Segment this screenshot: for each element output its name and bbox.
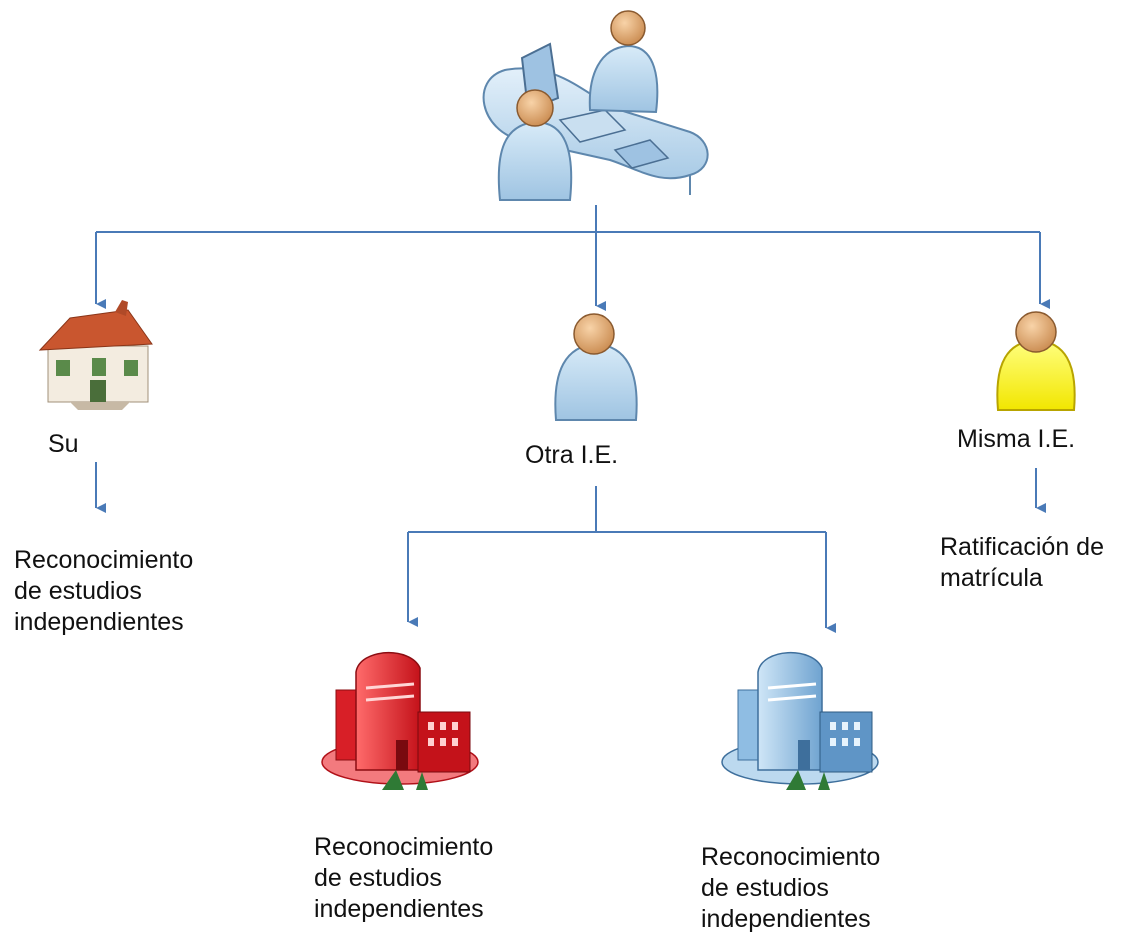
outcome-private-line-1: Reconocimiento xyxy=(701,843,881,871)
blue-building-icon xyxy=(721,652,879,790)
label-same-school: Misma I.E. xyxy=(957,425,1076,453)
outcome-public-line-3: independientes xyxy=(314,895,484,923)
outcome-public-school: Reconocimiento de estudios independiente… xyxy=(314,832,493,925)
label-other-school: Otra I.E. xyxy=(525,441,619,469)
red-building-icon xyxy=(321,652,479,790)
outcome-home-line-3: independientes xyxy=(14,608,184,636)
outcome-private-school: Reconocimiento de estudios independiente… xyxy=(701,842,880,935)
outcome-same-school: Ratificación de matrícula xyxy=(940,532,1104,594)
outcome-private-line-2: de estudios xyxy=(701,874,829,902)
outcome-public-line-2: de estudios xyxy=(314,864,442,892)
label-home: Su xyxy=(48,430,79,458)
outcome-same-line-1: Ratificación de xyxy=(940,533,1104,561)
outcome-home: Reconocimiento de estudios independiente… xyxy=(14,545,193,638)
reception-desk-icon xyxy=(482,10,709,201)
outcome-home-line-1: Reconocimiento xyxy=(14,546,194,574)
person-same-school-icon xyxy=(996,311,1076,411)
outcome-home-line-2: de estudios xyxy=(14,577,142,605)
house-icon xyxy=(38,300,153,410)
outcome-public-line-1: Reconocimiento xyxy=(314,833,494,861)
person-other-school-icon xyxy=(554,313,638,421)
outcome-private-line-3: independientes xyxy=(701,905,871,933)
outcome-same-line-2: matrícula xyxy=(940,564,1043,592)
connectors xyxy=(95,205,1050,633)
